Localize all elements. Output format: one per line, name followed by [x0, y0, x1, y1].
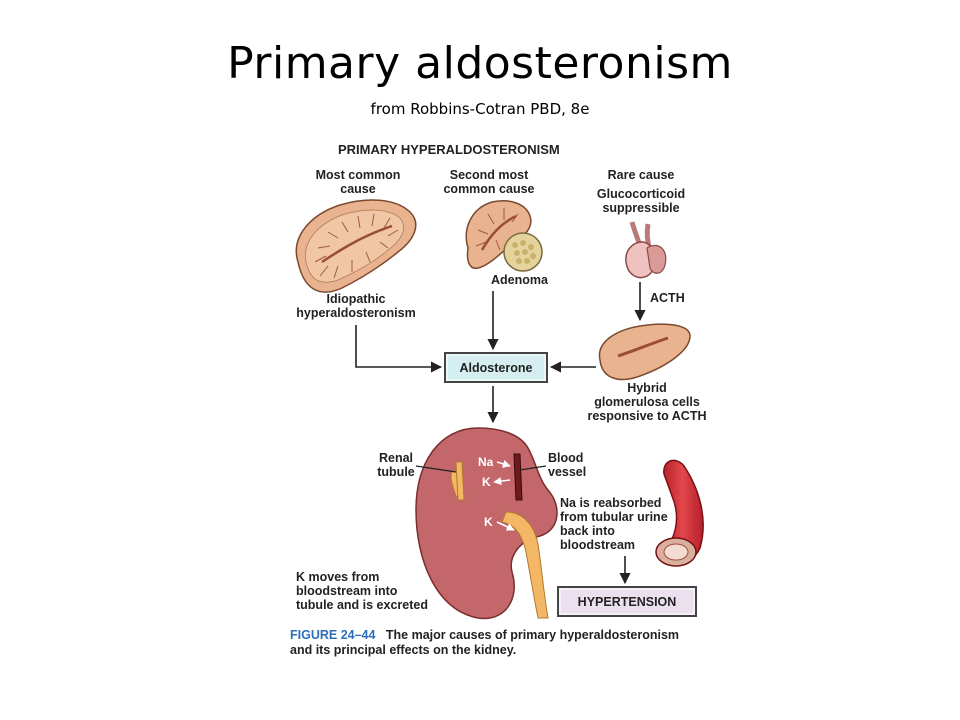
k-line-3: tubule and is excreted	[296, 598, 428, 612]
na-line-4: bloodstream	[560, 538, 636, 552]
pituitary-illustration	[625, 221, 667, 279]
na-line-3: back into	[560, 524, 615, 538]
label-adenoma: Adenoma	[491, 273, 548, 287]
na-line-1: Na is reabsorbed	[560, 496, 662, 510]
kidney-illustration	[415, 427, 558, 620]
blood-vessel-illustration	[655, 459, 704, 567]
hybrid-line-3: responsive to ACTH	[587, 409, 707, 423]
rare-line-1: Rare cause	[607, 168, 675, 182]
kidney-ion-k-lower: K	[484, 515, 493, 529]
label-na-reabsorbed: Na is reabsorbed from tubular urine back…	[560, 496, 668, 552]
renal-tubule-line-1: Renal	[378, 451, 414, 465]
second-most-line-1: Second most	[449, 168, 529, 182]
na-line-2: from tubular urine	[560, 510, 668, 524]
kidney-ion-k-upper: K	[482, 475, 491, 489]
flow-arrows	[355, 282, 646, 585]
figure-number: FIGURE 24–44	[290, 628, 376, 642]
blood-vessel-line-2: vessel	[548, 465, 587, 479]
label-blood-vessel: Blood vessel	[548, 451, 586, 479]
aldosterone-box: Aldosterone	[444, 352, 548, 383]
rare-line-3: suppressible	[602, 201, 680, 215]
second-most-line-2: common cause	[443, 182, 535, 196]
hybrid-line-1: Hybrid	[627, 381, 667, 395]
most-common-line-1: Most common	[315, 168, 401, 182]
hybrid-line-2: glomerulosa cells	[594, 395, 700, 409]
most-common-line-2: cause	[340, 182, 376, 196]
slide-title: Primary aldosteronism	[227, 38, 733, 89]
caption-line-1: FIGURE 24–44 The major causes of primary…	[290, 628, 679, 643]
k-line-1: K moves from	[296, 570, 380, 584]
k-line-2: bloodstream into	[296, 584, 398, 598]
label-hybrid-glomerulosa: Hybrid glomerulosa cells responsive to A…	[584, 381, 710, 423]
label-acth: ACTH	[650, 291, 685, 305]
label-renal-tubule: Renal tubule	[374, 451, 418, 479]
blood-vessel-line-1: Blood	[548, 451, 584, 465]
caption-line-2: and its principal effects on the kidney.	[290, 643, 517, 657]
rare-line-2: Glucocorticoid	[596, 187, 686, 201]
hybrid-adrenal-illustration	[598, 323, 691, 381]
figure-heading: PRIMARY HYPERALDOSTERONISM	[338, 142, 560, 157]
kidney-ion-na: Na	[478, 455, 494, 469]
adrenal-adenoma-illustration	[465, 200, 543, 272]
caption-text-1: The major causes of primary hyperaldoste…	[385, 628, 680, 642]
label-second-most-common-cause: Second most common cause	[434, 168, 544, 196]
idiopathic-line-1: Idiopathic	[326, 292, 386, 306]
idiopathic-adrenal-illustration	[295, 199, 417, 293]
label-k-moves: K moves from bloodstream into tubule and…	[296, 570, 428, 612]
label-idiopathic: Idiopathic hyperaldosteronism	[292, 292, 420, 320]
idiopathic-line-2: hyperaldosteronism	[296, 306, 416, 320]
slide-subtitle: from Robbins-Cotran PBD, 8e	[370, 100, 590, 118]
renal-tubule-line-2: tubule	[377, 465, 415, 479]
figure-caption: FIGURE 24–44 The major causes of primary…	[290, 628, 679, 658]
label-rare-cause: Rare cause Glucocorticoid suppressible	[586, 168, 696, 215]
hypertension-box: HYPERTENSION	[557, 586, 697, 617]
label-most-common-cause: Most common cause	[308, 168, 408, 196]
